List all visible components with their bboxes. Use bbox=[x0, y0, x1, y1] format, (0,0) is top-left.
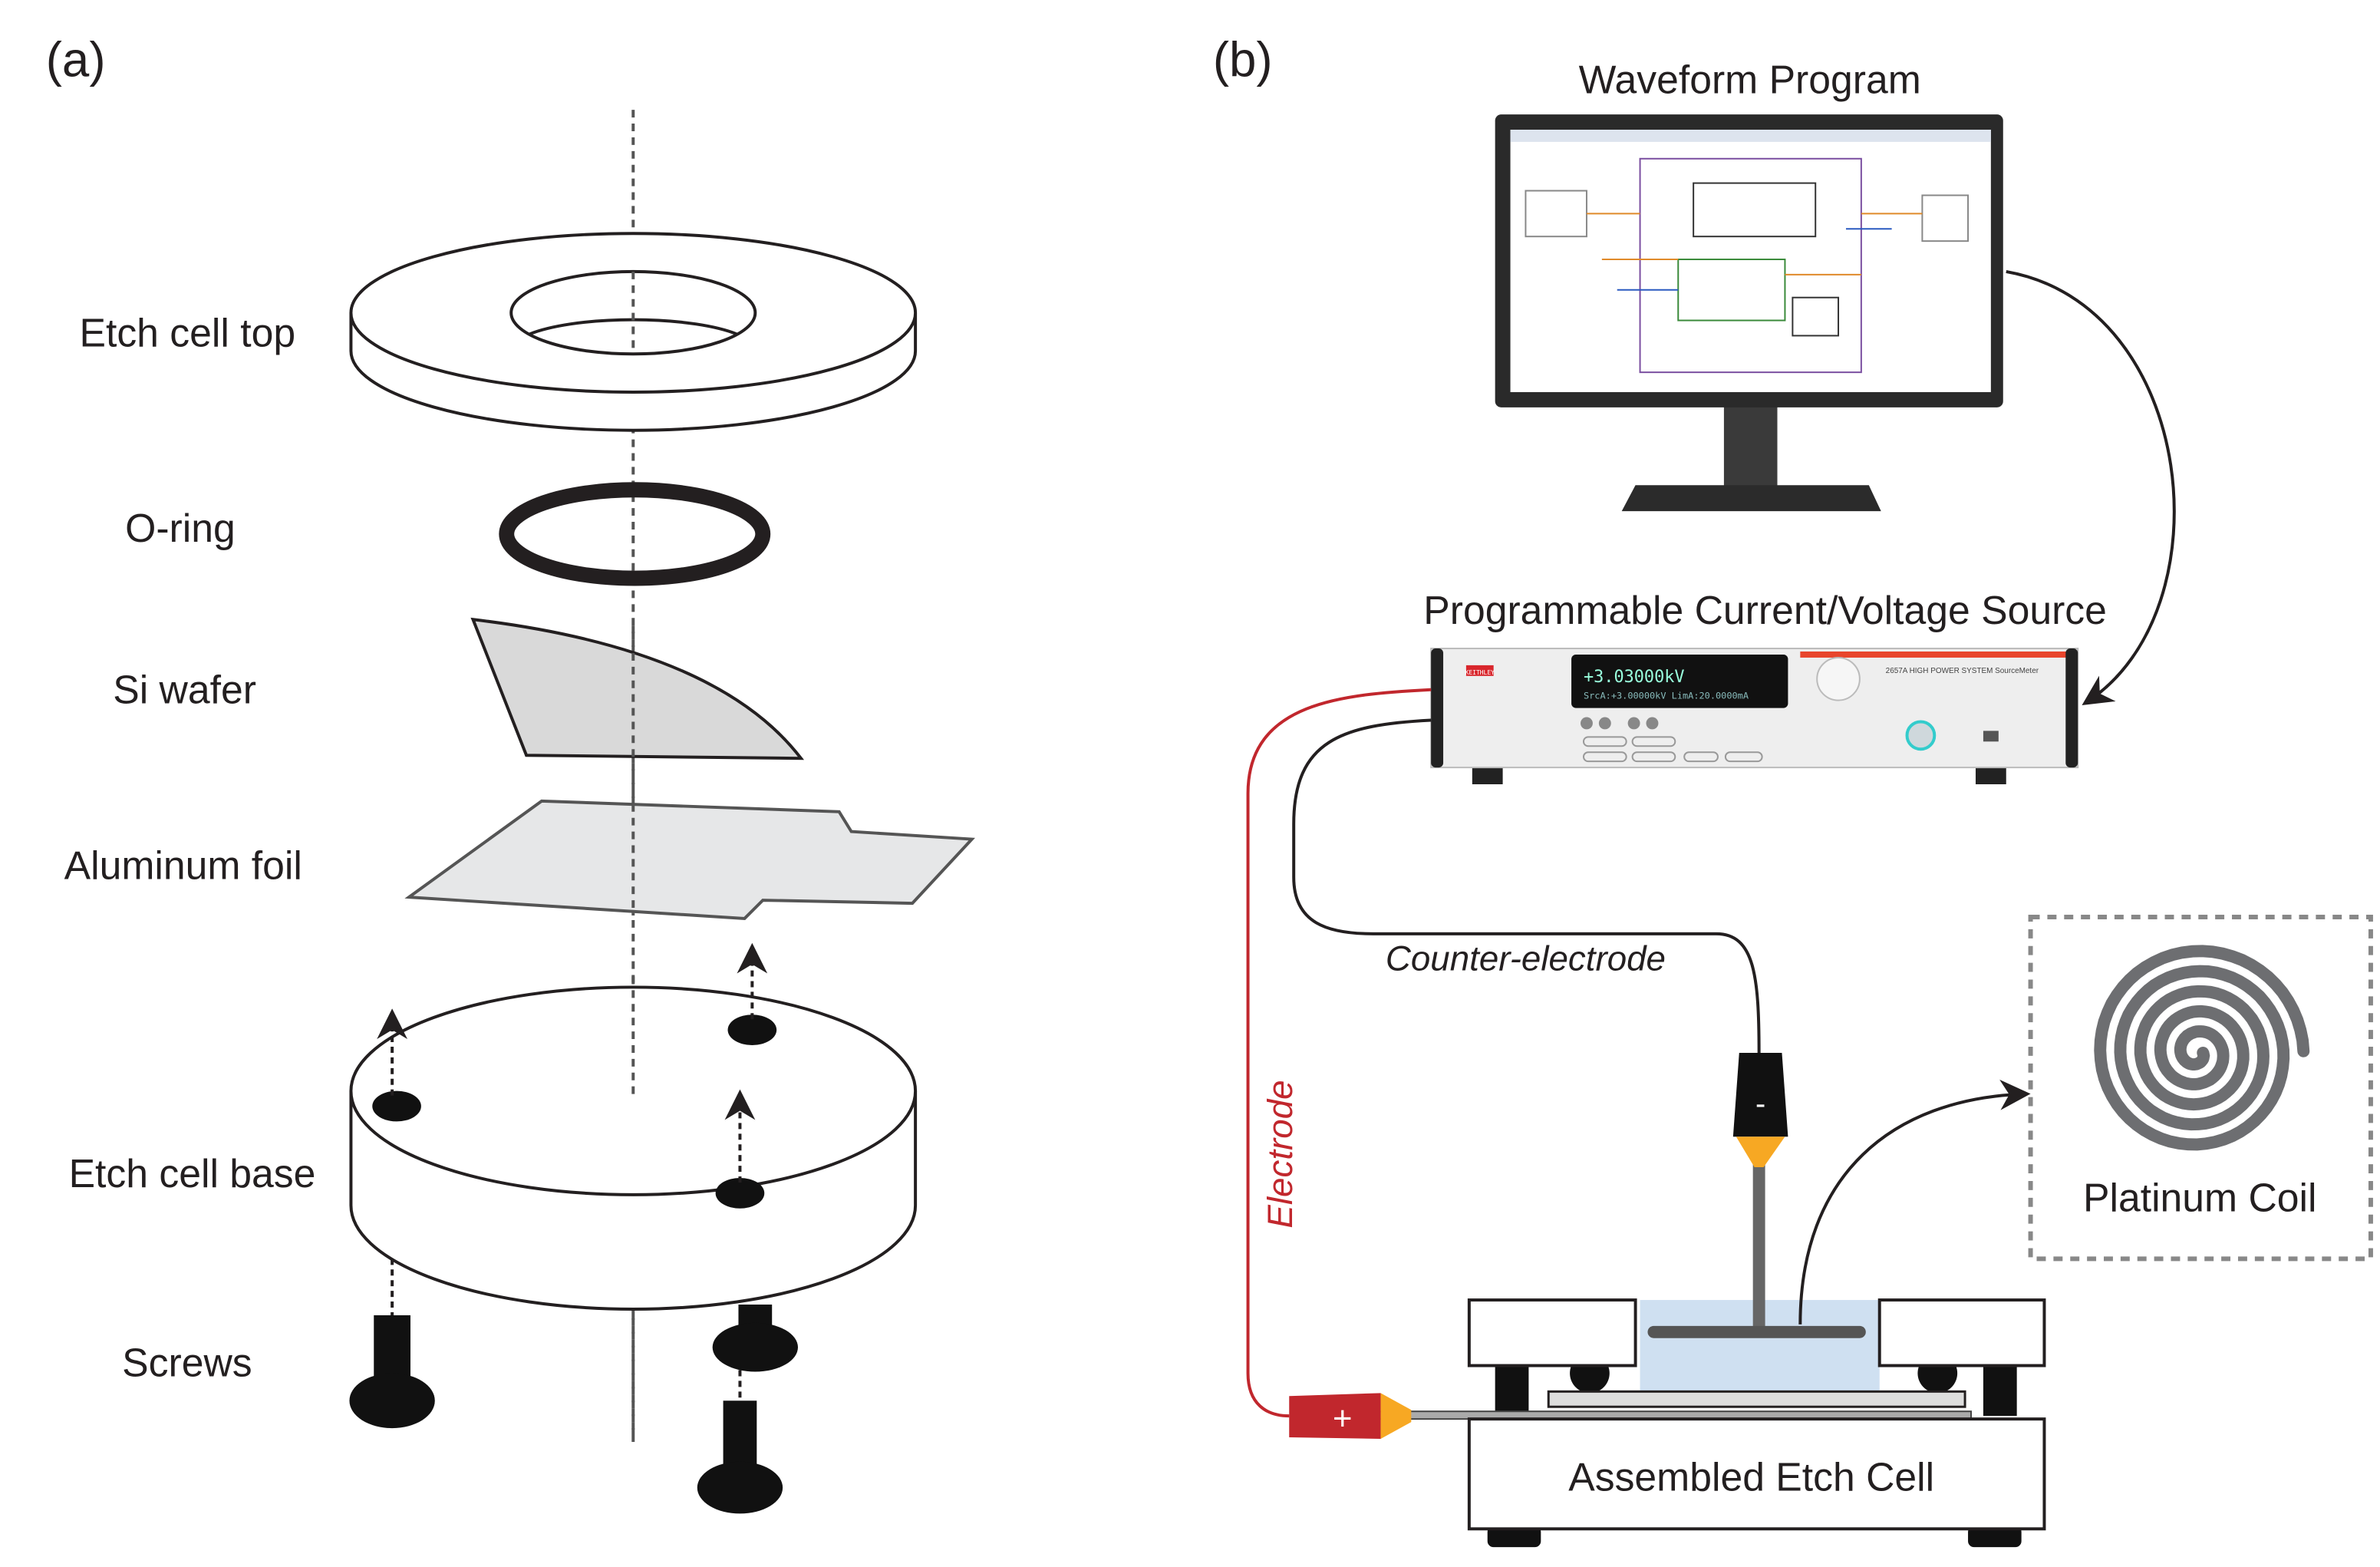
display-line-2: SrcA:+3.00000kV LimA:20.0000mA bbox=[1584, 691, 1749, 701]
monitor-drawing bbox=[1495, 114, 2003, 512]
etch-cell-base-drawing bbox=[349, 942, 918, 1442]
o-ring-drawing bbox=[499, 482, 771, 586]
label-electrode: Electrode bbox=[1261, 1080, 1300, 1228]
aluminum-foil-drawing bbox=[404, 799, 975, 921]
panel-a-label: (a) bbox=[46, 32, 106, 87]
negative-clip: - bbox=[1732, 1052, 1788, 1168]
label-etch-cell-base: Etch cell base bbox=[69, 1151, 316, 1196]
model-text: 2657A HIGH POWER SYSTEM SourceMeter bbox=[1886, 667, 2039, 675]
sourcemeter-instrument: KEITHLEY +3.03000kV SrcA:+3.00000kV LimA… bbox=[1430, 648, 2079, 784]
minus-sign: - bbox=[1755, 1087, 1765, 1120]
panel-b-label: (b) bbox=[1213, 32, 1273, 87]
assembled-etch-cell-drawing: Assembled Etch Cell bbox=[1372, 1144, 2046, 1548]
positive-clip: + bbox=[1289, 1393, 1412, 1439]
panel-b: (b) Waveform Program Programmable Curren… bbox=[1213, 32, 2373, 1548]
platinum-coil-inset bbox=[2028, 914, 2373, 1262]
arrow-to-platinum-coil bbox=[1798, 1079, 2031, 1325]
etch-cell-top-drawing bbox=[349, 232, 918, 432]
screws-drawing bbox=[349, 1259, 799, 1514]
plus-sign: + bbox=[1333, 1400, 1353, 1437]
label-screws: Screws bbox=[122, 1340, 252, 1384]
display-line-1: +3.03000kV bbox=[1584, 668, 1685, 687]
panel-a: (a) Etch cell top O-ring Si wafer Alumin… bbox=[46, 32, 975, 1514]
label-aluminum-foil: Aluminum foil bbox=[64, 843, 302, 887]
arrow-monitor-to-source bbox=[2006, 269, 2176, 705]
si-wafer-drawing bbox=[470, 617, 805, 760]
label-source: Programmable Current/Voltage Source bbox=[1423, 588, 2107, 632]
counter-electrode-wire bbox=[1292, 718, 1761, 1053]
electrode-wire bbox=[1246, 688, 1432, 1418]
label-etch-cell-top: Etch cell top bbox=[80, 310, 296, 355]
label-o-ring: O-ring bbox=[125, 506, 236, 550]
platinum-coil-spiral bbox=[2094, 945, 2310, 1151]
label-assembled-etch-cell: Assembled Etch Cell bbox=[1568, 1455, 1934, 1499]
label-si-wafer: Si wafer bbox=[113, 668, 256, 712]
label-waveform-program: Waveform Program bbox=[1579, 57, 1921, 101]
label-platinum-coil: Platinum Coil bbox=[2083, 1176, 2317, 1220]
label-counter-electrode: Counter-electrode bbox=[1386, 939, 1666, 978]
brand-logo: KEITHLEY bbox=[1465, 669, 1495, 676]
